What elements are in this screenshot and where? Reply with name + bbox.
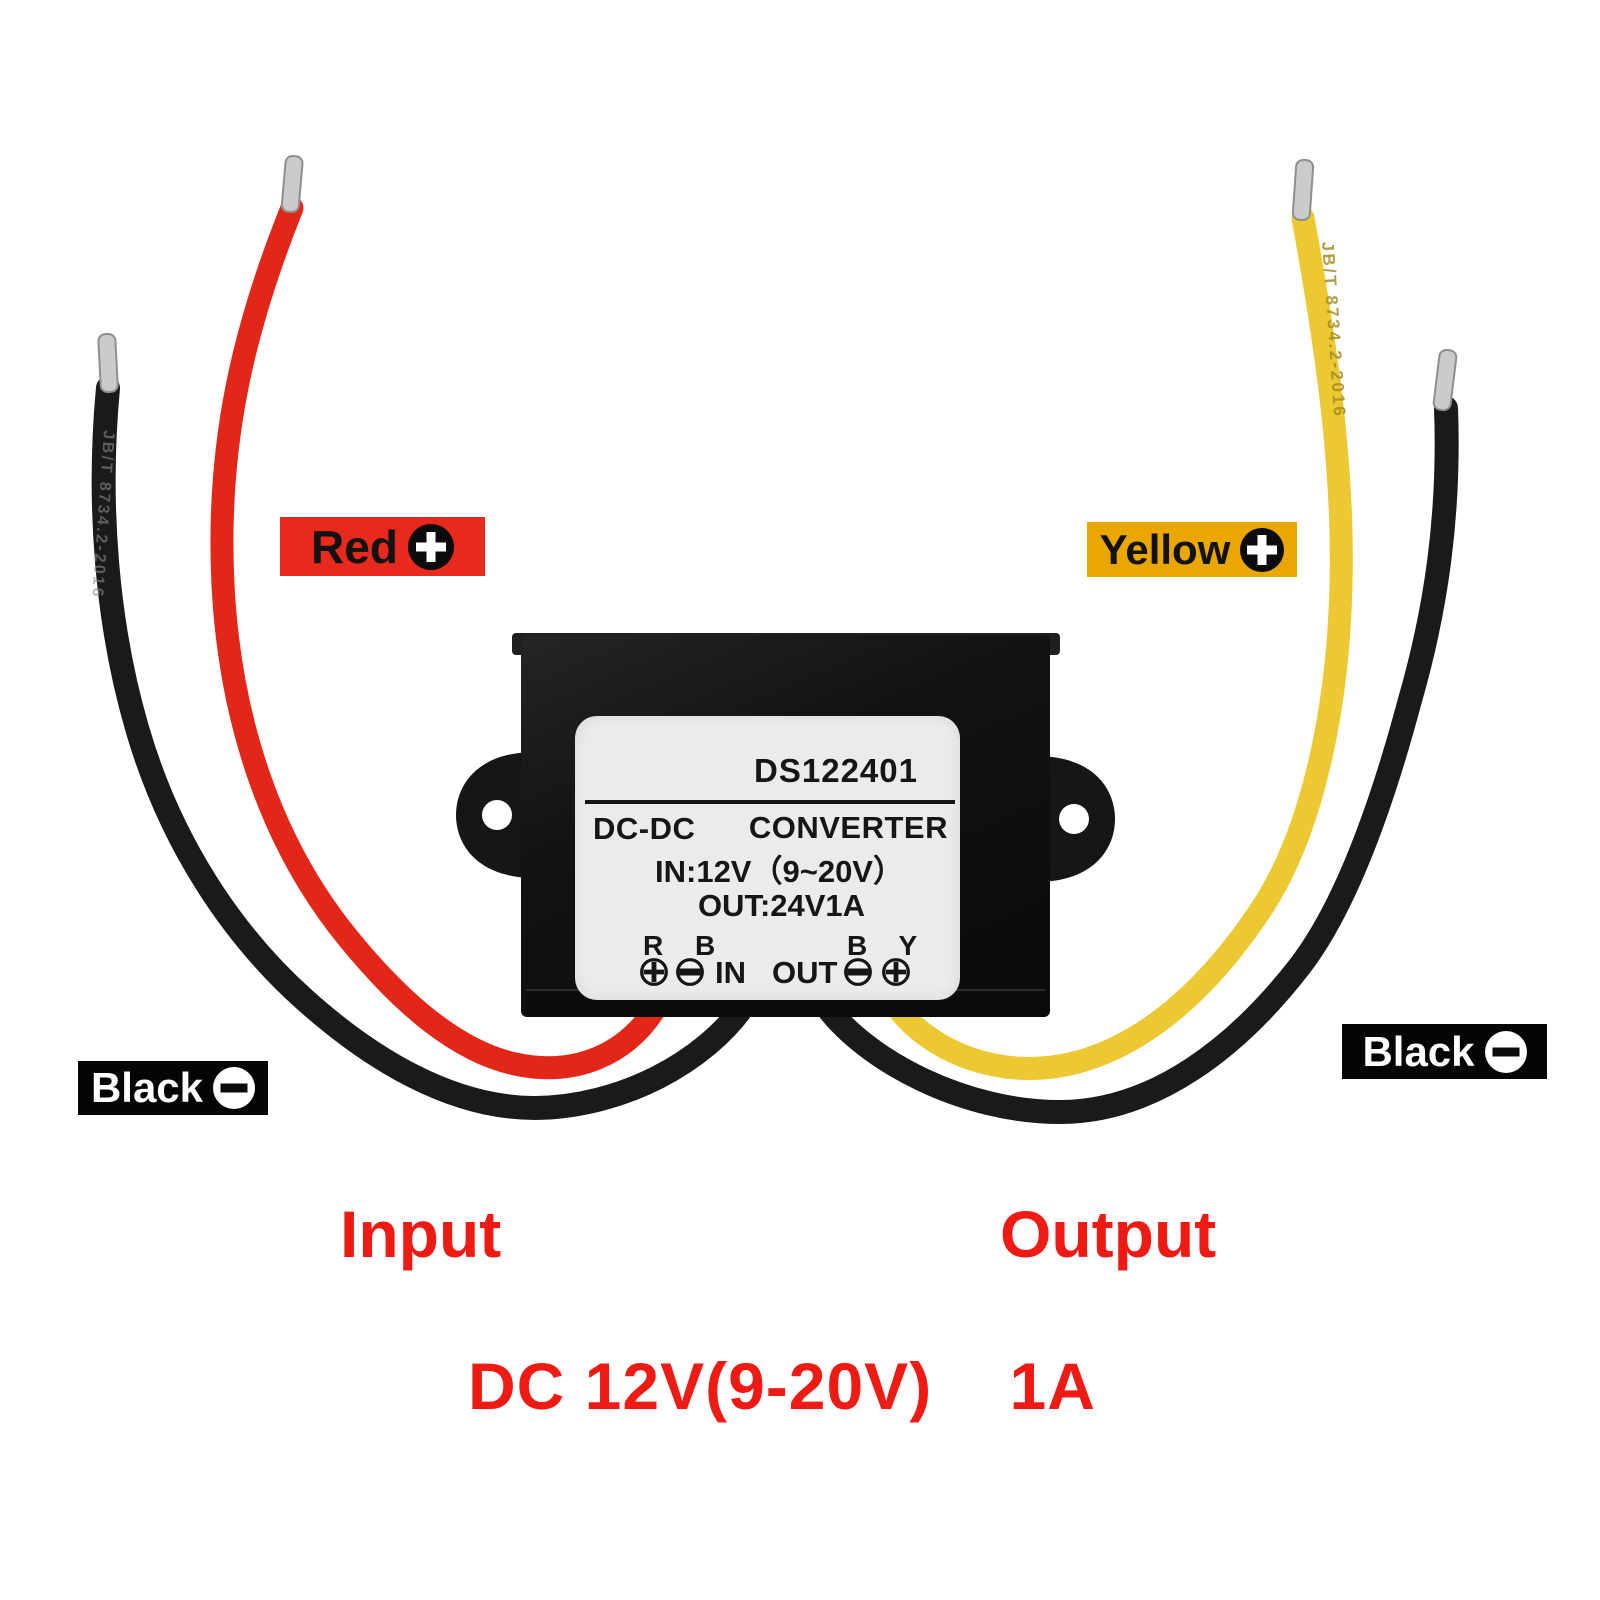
terminal-row: IN OUT xyxy=(575,956,960,988)
black-output-wire xyxy=(814,396,1459,1125)
yellow-output-wire xyxy=(884,206,1353,1080)
input-caption: Input xyxy=(340,1197,502,1271)
yellow-wire-badge: Yellow xyxy=(1087,522,1297,577)
minus-icon xyxy=(1484,1030,1527,1073)
black-input-wire-badge: Black xyxy=(78,1061,268,1115)
rating-caption: DC 12V(9-20V) 1A xyxy=(468,1349,1096,1423)
output-spec: OUT:24V1A xyxy=(697,888,866,923)
red-wire-badge-label: Red xyxy=(311,520,398,573)
black-output-wire-badge-label: Black xyxy=(1362,1027,1475,1075)
plus-icon xyxy=(407,523,454,570)
slot-screw-icon xyxy=(844,958,873,986)
output-terminal-label: OUT xyxy=(772,954,838,990)
yellow-wire-tip-bare-metal xyxy=(1291,158,1315,222)
label-divider xyxy=(585,800,955,804)
mounting-hole-left xyxy=(482,800,512,830)
output-terminal-letters: B Y xyxy=(847,930,930,961)
yellow-wire-badge-label: Yellow xyxy=(1099,525,1231,573)
output-caption: Output xyxy=(1000,1197,1217,1271)
minus-icon xyxy=(213,1067,256,1109)
model-number: DS122401 xyxy=(754,752,918,789)
phillips-screw-icon xyxy=(640,958,668,986)
mounting-hole-right xyxy=(1059,804,1089,834)
slot-screw-icon xyxy=(676,958,704,986)
input-spec: IN:12V（9~20V） xyxy=(655,854,904,889)
black-output-wire-tip-bare-metal xyxy=(1432,348,1458,412)
device-type-left: DC-DC xyxy=(593,811,696,846)
device-spec-label: DS122401 DC-DC CONVERTER IN:12V（9~20V） O… xyxy=(575,716,960,1000)
red-input-wire xyxy=(210,196,670,1080)
red-wire-tip-bare-metal xyxy=(280,154,304,214)
black-output-wire-badge: Black xyxy=(1342,1024,1547,1079)
plus-icon xyxy=(1240,527,1285,572)
black-input-wire-badge-label: Black xyxy=(90,1064,204,1111)
red-wire-badge: Red xyxy=(280,517,485,576)
phillips-screw-icon xyxy=(882,958,911,986)
input-terminal-letters: R B xyxy=(643,930,728,961)
black-input-wire xyxy=(91,376,757,1121)
black-input-wire-tip-bare-metal xyxy=(97,332,119,394)
input-terminal-label: IN xyxy=(715,954,746,990)
device-type-right: CONVERTER xyxy=(748,810,948,845)
